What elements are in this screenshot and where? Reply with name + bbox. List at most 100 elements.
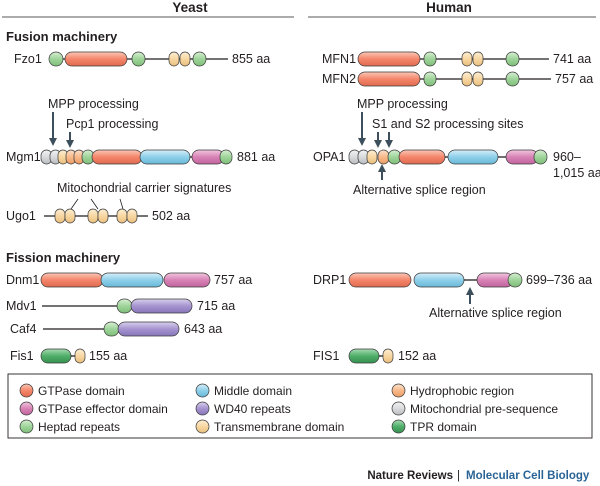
middle-domain: [100, 272, 164, 288]
protein-length: 152 aa: [398, 349, 436, 363]
protein-length: 741 aa: [553, 52, 591, 66]
gtpase-domain: [91, 149, 143, 165]
protein-length: 757 aa: [214, 273, 252, 287]
legend-swatch: [19, 383, 34, 398]
legend-swatch: [195, 419, 210, 434]
legend-item: Middle domain: [195, 383, 292, 398]
protein-length: 699–736 aa: [526, 273, 592, 287]
hydrophobic-region: [377, 149, 390, 165]
gtpase-effector-domain: [163, 272, 211, 288]
legend-item: Hydrophobic region: [391, 383, 514, 398]
transmembrane-domain: [54, 208, 66, 224]
gtpase-domain: [348, 272, 412, 288]
protein-name: Mdv1: [6, 299, 37, 313]
protein-mgm1: Mgm1 881 aa: [6, 149, 275, 165]
legend-item: GTPase effector domain: [19, 401, 168, 416]
legend-item: WD40 repeats: [195, 401, 291, 416]
protein-dnm1: Dnm1 757 aa: [6, 272, 252, 288]
protein-fzo1: Fzo1 855 aa: [14, 51, 270, 67]
heptad-repeat-domain: [505, 51, 520, 67]
heptad-repeat-domain: [423, 71, 437, 87]
transmembrane-domain: [64, 208, 76, 224]
protein-name: Fzo1: [14, 52, 42, 66]
legend-box: [7, 373, 593, 439]
protein-name: Ugo1: [6, 209, 36, 223]
protein-length: 502 aa: [152, 209, 190, 223]
heptad-repeat-domain: [505, 71, 520, 87]
heptad-repeat-domain: [219, 149, 233, 165]
gtpase-domain: [357, 71, 421, 87]
annotation-s1s2: S1 and S2 processing sites: [372, 117, 523, 131]
protein-length: 881 aa: [237, 150, 275, 164]
legend-label: GTPase domain: [38, 384, 125, 398]
footer-separator: |: [457, 470, 460, 482]
protein-mfn1: MFN1 741 aa: [322, 51, 591, 67]
legend-swatch: [391, 419, 406, 434]
heptad-repeat-domain: [192, 51, 207, 67]
protein-name: Caf4: [10, 322, 36, 336]
legend-item: GTPase domain: [19, 383, 125, 398]
protein-name: Mgm1: [6, 150, 41, 164]
section-fusion-title: Fusion machinery: [6, 29, 118, 44]
header-human: Human: [426, 0, 472, 15]
tpr-domain: [40, 348, 72, 364]
carrier-signature-leaders: [70, 198, 124, 210]
heptad-repeat-domain: [103, 321, 120, 337]
protein-name: MFN2: [322, 72, 356, 86]
protein-mdv1: Mdv1 715 aa: [6, 298, 235, 314]
legend-label: GTPase effector domain: [38, 402, 168, 416]
protein-name: Dnm1: [6, 273, 39, 287]
protein-length: 155 aa: [89, 349, 127, 363]
heptad-repeat-domain: [48, 51, 64, 67]
legend-label: Hydrophobic region: [410, 384, 514, 398]
protein-length: 715 aa: [197, 299, 235, 313]
transmembrane-domain: [87, 208, 99, 224]
annotation-mpp-human: MPP processing: [357, 97, 448, 111]
protein-drp1: DRP1 699–736 aa: [313, 272, 592, 288]
gtpase-effector-domain: [476, 272, 514, 288]
protein-name: OPA1: [313, 150, 345, 164]
gtpase-domain: [398, 149, 446, 165]
legend-swatch: [195, 383, 210, 398]
legend-item: Transmembrane domain: [195, 419, 344, 434]
transmembrane-domain: [472, 51, 484, 67]
wd40-repeats: [130, 298, 193, 314]
transmembrane-domain: [472, 71, 484, 87]
protein-length: 643 aa: [184, 322, 222, 336]
protein-opa1: OPA1 960– 1,015 aa: [313, 149, 600, 180]
gtpase-domain: [64, 51, 128, 67]
middle-domain: [413, 272, 465, 288]
protein-length: 757 aa: [555, 72, 593, 86]
protein-name: MFN1: [322, 52, 356, 66]
gtpase-domain: [40, 272, 104, 288]
transmembrane-domain: [74, 348, 86, 364]
protein-fis1-human: FIS1 152 aa: [313, 348, 436, 364]
annotation-pcp1: Pcp1 processing: [66, 117, 158, 131]
legend-swatch: [19, 419, 34, 434]
transmembrane-domain: [382, 348, 394, 364]
legend-swatch: [391, 383, 406, 398]
heptad-repeat-domain: [533, 149, 548, 165]
legend-label: Heptad repeats: [38, 420, 120, 434]
transmembrane-domain: [126, 208, 138, 224]
gtpase-effector-domain: [191, 149, 225, 165]
legend-label: WD40 repeats: [214, 402, 291, 416]
annotation-alt-splice-drp1: Alternative splice region: [429, 306, 562, 320]
protein-caf4: Caf4 643 aa: [10, 321, 222, 337]
protein-length-line2: 1,015 aa: [553, 166, 600, 180]
footer-journal: Nature Reviews: [367, 470, 453, 482]
legend-swatch: [19, 401, 34, 416]
legend-item: Mitochondrial pre-sequence: [391, 401, 558, 416]
protein-name: FIS1: [313, 349, 339, 363]
protein-mfn2: MFN2 757 aa: [322, 71, 593, 87]
legend: GTPase domain Middle domain Hydrophobic re…: [19, 383, 558, 434]
protein-name: Fis1: [10, 349, 34, 363]
section-fission-title: Fission machinery: [6, 250, 121, 265]
legend-label: Transmembrane domain: [214, 420, 344, 434]
transmembrane-domain: [366, 149, 378, 165]
transmembrane-domain: [168, 51, 180, 67]
tpr-domain: [348, 348, 380, 364]
legend-label: Middle domain: [214, 384, 292, 398]
heptad-repeat-domain: [423, 51, 437, 67]
